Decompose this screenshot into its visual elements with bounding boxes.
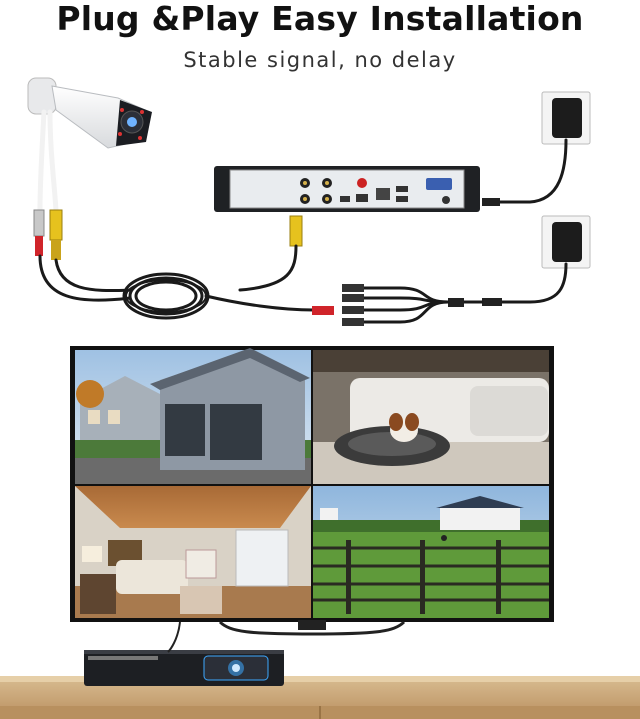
camera-pigtail <box>33 109 63 260</box>
page-title: Plug &Play Easy Installation <box>56 0 584 38</box>
camera-view-1 <box>75 348 311 484</box>
camera-view-2 <box>313 350 549 484</box>
monitor-display <box>70 346 554 636</box>
camera-view-3 <box>75 486 311 618</box>
bullet-camera-icon <box>27 77 152 149</box>
cables <box>38 138 568 326</box>
page-subtitle: Stable signal, no delay <box>183 48 457 72</box>
dvr-back-panel <box>214 166 480 212</box>
camera-view-4 <box>313 486 549 618</box>
power-adapter-icon <box>541 91 591 269</box>
dvr-recorder <box>84 650 284 686</box>
